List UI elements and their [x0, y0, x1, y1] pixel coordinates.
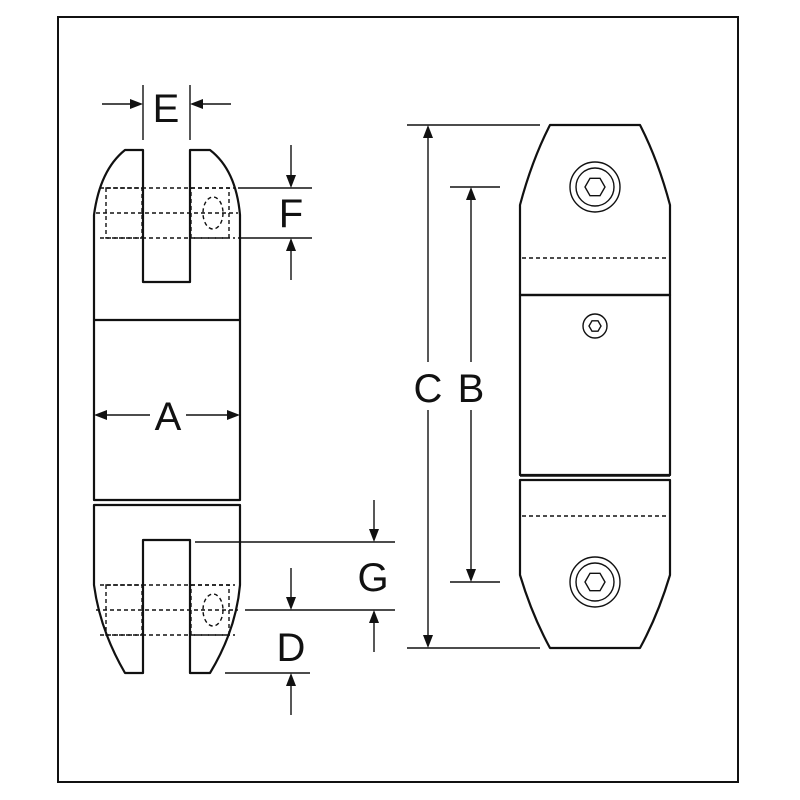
dimension-c: C [407, 124, 540, 649]
top-pin [96, 187, 238, 239]
diagram-frame [57, 16, 739, 783]
bottom-clevis-outline [92, 503, 242, 675]
center-barrel-front [518, 293, 672, 477]
top-clevis-outline [92, 148, 242, 320]
label-e: E [153, 87, 180, 131]
dimension-f: F [238, 145, 312, 280]
label-g: G [357, 556, 388, 600]
front-view: C B [407, 123, 672, 650]
bottom-pin [96, 584, 238, 636]
dimension-b: B [450, 186, 500, 583]
label-c: C [414, 367, 443, 411]
dimension-e: E [102, 85, 231, 140]
label-d: D [277, 626, 306, 670]
bottom-link-plate [518, 478, 672, 650]
label-b: B [458, 367, 485, 411]
label-f: F [279, 192, 303, 236]
top-link-plate [518, 123, 672, 297]
dimension-d: D [225, 568, 310, 715]
top-hex-screw-icon [569, 161, 621, 213]
center-grease-fitting-icon [582, 313, 608, 339]
dimension-a: A [94, 395, 240, 439]
side-view: E F A G [92, 85, 395, 715]
label-a: A [155, 395, 182, 439]
bottom-hex-screw-icon [569, 556, 621, 608]
dimension-g: G [195, 500, 395, 652]
